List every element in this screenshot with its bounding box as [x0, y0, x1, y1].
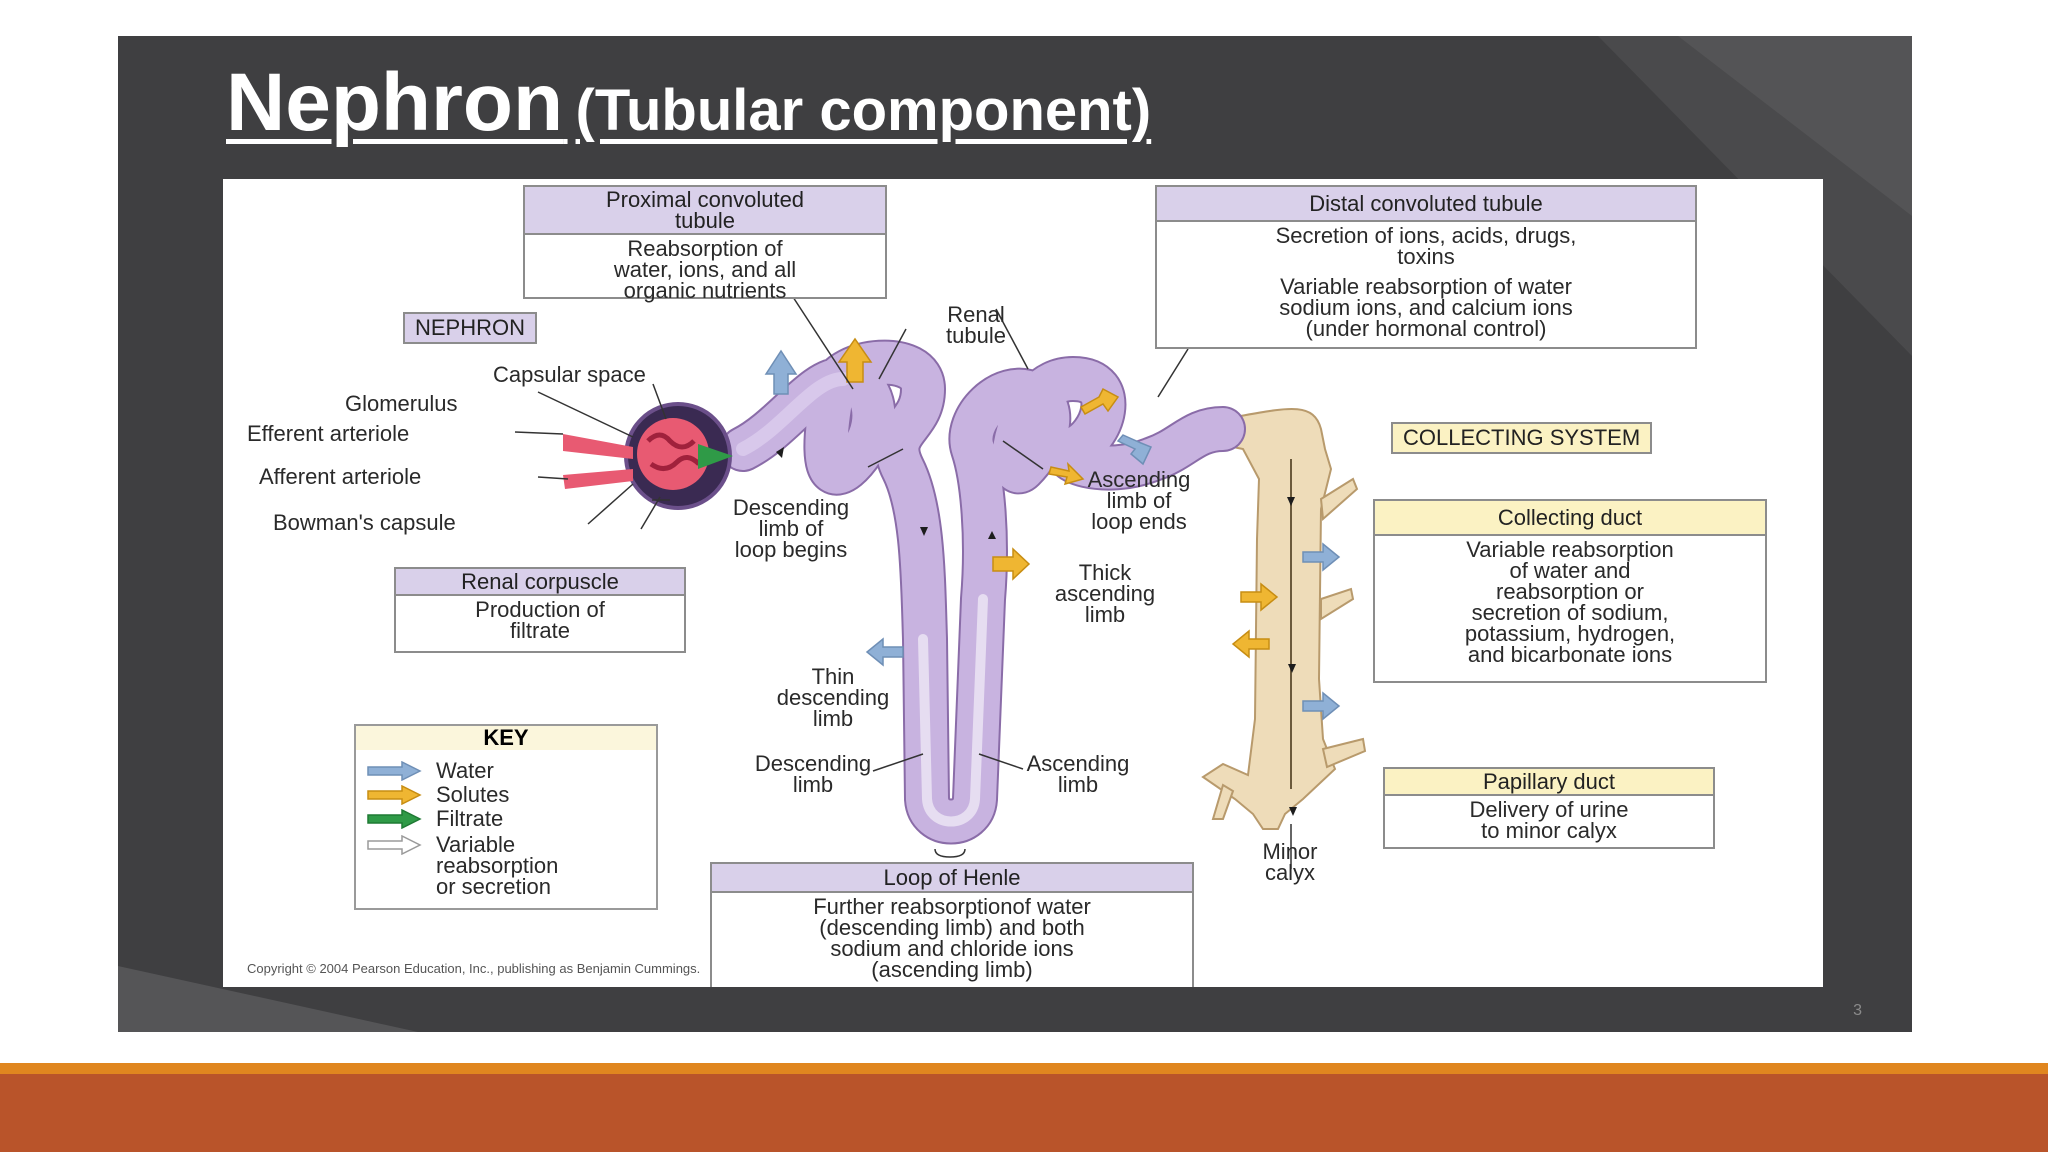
tag-nephron: NEPHRON [403, 312, 538, 344]
box-pct-body: Reabsorption of water, ions, and all org… [613, 236, 797, 303]
collecting-duct-shape [1201, 408, 1367, 830]
legend-key-title: KEY [356, 726, 656, 750]
label-descending-limb-begins: Descending limb of loop begins [732, 495, 850, 562]
renal-corpuscle-shape [563, 402, 733, 510]
legend-item-water: Water [366, 758, 494, 783]
slide: Nephron (Tubular component) [118, 36, 1912, 1032]
legend-label-solutes: Solutes [436, 782, 510, 807]
box-loop-of-henle-title: Loop of Henle [712, 864, 1192, 893]
slide-number: 3 [1853, 1002, 1862, 1019]
label-efferent-arteriole: Efferent arteriole [247, 421, 410, 446]
footer-band [0, 1074, 2048, 1152]
legend-label-variable: Variable reabsorption or secretion [436, 832, 559, 899]
box-dct-body-reabsorption: Variable reabsorption of water sodium io… [1279, 274, 1573, 341]
label-thin-descending-limb: Thin descending limb [776, 664, 890, 731]
slide-title-sub: (Tubular component) [575, 78, 1152, 143]
label-glomerulus: Glomerulus [345, 391, 458, 416]
box-collecting-duct-title: Collecting duct [1375, 501, 1765, 536]
copyright-notice: Copyright © 2004 Pearson Education, Inc.… [247, 961, 701, 976]
solutes-arrow-icon [367, 785, 422, 805]
box-collecting-duct-body: Variable reabsorption of water and reabs… [1464, 537, 1676, 667]
legend-item-solutes: Solutes [366, 782, 510, 807]
box-proximal-convoluted-tubule: Proximal convoluted tubule Reabsorption … [523, 185, 887, 302]
reabsorption-arrows [764, 337, 1341, 721]
legend-label-filtrate: Filtrate [436, 806, 504, 831]
box-papillary-duct-title: Papillary duct [1385, 769, 1713, 796]
legend-label-water: Water [436, 758, 494, 783]
footer-accent-stripe [0, 1063, 2048, 1074]
water-arrow-icon [367, 761, 422, 781]
box-papillary-duct-body: Delivery of urine to minor calyx [1469, 797, 1629, 843]
nephron-diagram: Proximal convoluted tubule Reabsorption … [223, 179, 1823, 987]
nephron-illustration [514, 296, 1367, 869]
legend-item-variable: Variable reabsorption or secretion [366, 832, 559, 899]
label-capsular-space: Capsular space [493, 362, 646, 387]
label-bowmans-capsule: Bowman's capsule [273, 510, 456, 535]
box-dct-title: Distal convoluted tubule [1157, 187, 1695, 222]
box-dct-body-secretion: Secretion of ions, acids, drugs, toxins [1275, 223, 1577, 269]
label-minor-calyx: Minor calyx [1262, 839, 1318, 885]
filtrate-arrow-icon [367, 809, 422, 829]
box-renal-corpuscle: Renal corpuscle Production of filtrate [394, 567, 686, 653]
box-pct-title: Proximal convoluted tubule [525, 187, 885, 235]
box-loop-of-henle-body: Further reabsorptionof water (descending… [813, 894, 1091, 982]
slide-title-main: Nephron [226, 57, 564, 148]
legend-key: KEY Water Solutes Filtrate Variable reab… [354, 724, 658, 910]
flow-direction-markers [776, 447, 1297, 816]
legend-item-filtrate: Filtrate [366, 806, 504, 831]
slide-title: Nephron (Tubular component) [226, 56, 1151, 150]
renal-tubule-shape [720, 339, 1246, 845]
label-renal-tubule: Renal tubule [946, 302, 1006, 348]
tag-collecting-system: COLLECTING SYSTEM [1391, 422, 1653, 454]
label-thick-ascending-limb: Thick ascending limb [1054, 560, 1156, 627]
box-renal-corpuscle-body: Production of filtrate [475, 597, 605, 643]
label-afferent-arteriole: Afferent arteriole [259, 464, 422, 489]
box-papillary-duct: Papillary duct Delivery of urine to mino… [1383, 767, 1715, 849]
label-ascending-limb-ends: Ascending limb of loop ends [1087, 467, 1191, 534]
variable-arrow-icon [367, 835, 422, 855]
box-distal-convoluted-tubule: Distal convoluted tubule Secretion of io… [1155, 185, 1697, 349]
leader-lines [514, 296, 1292, 869]
label-descending-limb: Descending limb [754, 751, 872, 797]
label-ascending-limb: Ascending limb [1026, 751, 1130, 797]
box-loop-of-henle: Loop of Henle Further reabsorptionof wat… [710, 862, 1194, 987]
box-renal-corpuscle-title: Renal corpuscle [396, 569, 684, 596]
box-collecting-duct: Collecting duct Variable reabsorption of… [1373, 499, 1767, 683]
